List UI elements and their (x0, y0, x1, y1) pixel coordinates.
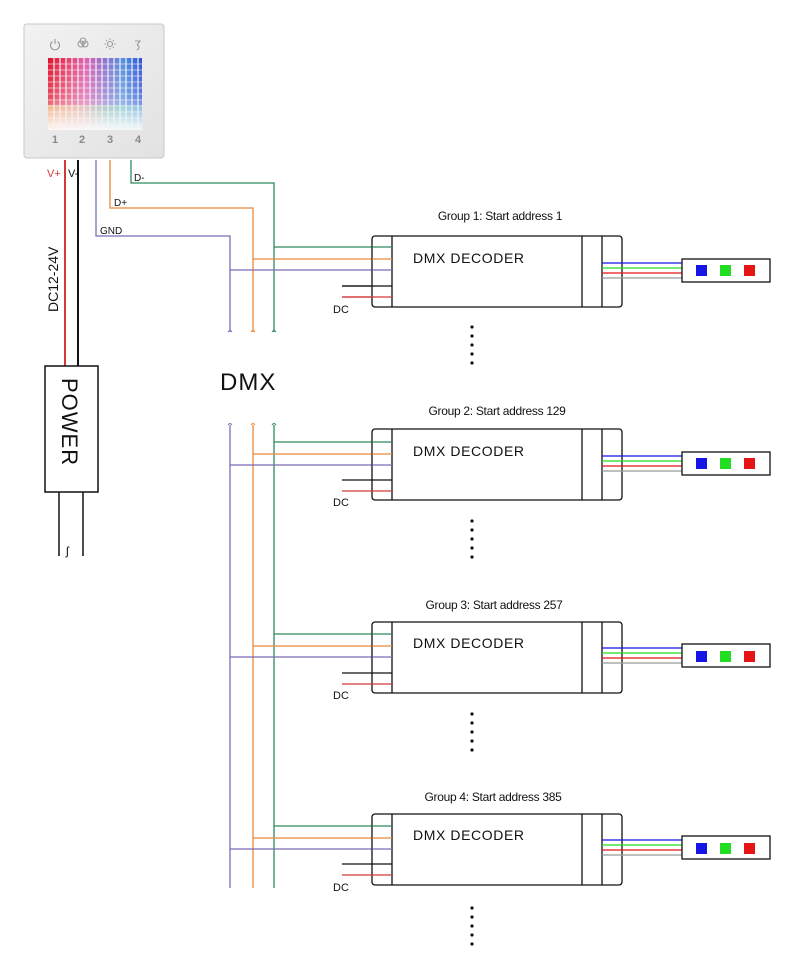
group-1-title: Group 1: Start address 1 (438, 209, 563, 223)
dc-label-1: DC (333, 304, 349, 316)
button-number-1: 1 (52, 134, 58, 146)
touch-panel: 1 2 3 4 (23, 23, 165, 159)
decoder-group-4: Group 4: Start address 385 DMX DECODER D… (230, 790, 771, 946)
dc-label-4: DC (333, 882, 349, 894)
power-wires (64, 160, 79, 366)
power-label: POWER (57, 378, 82, 466)
v-plus-label: V+ (47, 168, 61, 180)
d-plus-label: D+ (114, 198, 127, 209)
decoder-label-3: DMX DECODER (413, 635, 525, 651)
led-green (720, 265, 731, 276)
dc-label-2: DC (333, 497, 349, 509)
dmx-bus-top (95, 160, 275, 332)
power-icon[interactable] (50, 39, 60, 51)
led-blue (696, 265, 707, 276)
group-3-title: Group 3: Start address 257 (426, 598, 564, 612)
decoder-group-2: Group 2: Start address 129 DMX DECODER D… (230, 404, 771, 559)
led-strip-2 (681, 451, 771, 476)
bus-break-top (227, 330, 277, 333)
led-strip-3 (681, 643, 771, 668)
dc-label-3: DC (333, 690, 349, 702)
color-wheel-icon[interactable] (77, 37, 89, 48)
v-minus-label: V- (68, 168, 79, 180)
led-strip-1 (681, 258, 771, 283)
color-bar-area (48, 58, 142, 130)
group-2-title: Group 2: Start address 129 (429, 404, 567, 418)
d-minus-label: D- (134, 173, 145, 184)
decoder-label-4: DMX DECODER (413, 827, 525, 843)
gnd-wire (95, 160, 231, 332)
power-supply: POWER ʃ (44, 365, 99, 558)
dmx-bus-label: DMX (220, 369, 276, 396)
d-minus-wire (130, 160, 275, 332)
brightness-icon[interactable] (104, 38, 116, 50)
button-number-3: 3 (107, 134, 113, 146)
led-red (744, 265, 755, 276)
dmx-bus-bottom (227, 423, 277, 888)
d-plus-wire (109, 160, 254, 332)
button-number-4: 4 (135, 134, 142, 146)
decoder-group-1: Group 1: Start address 1 DMX DECODER DC (230, 209, 771, 365)
group-4-title: Group 4: Start address 385 (425, 790, 563, 804)
ellipsis-3 (470, 712, 474, 752)
led-strip-4 (681, 835, 771, 860)
mode-icon[interactable] (135, 40, 142, 51)
decoder-label-2: DMX DECODER (413, 443, 525, 459)
decoder-box-1 (371, 235, 623, 308)
cable-break-mark: ʃ (65, 544, 70, 558)
decoder-group-3: Group 3: Start address 257 DMX DECODER D… (230, 598, 771, 752)
gnd-label: GND (100, 226, 122, 237)
ellipsis-1 (470, 325, 474, 365)
ellipsis-2 (470, 519, 474, 559)
button-number-2: 2 (79, 134, 85, 146)
decoder-label-1: DMX DECODER (413, 250, 525, 266)
ellipsis-4 (470, 906, 474, 946)
supply-voltage-label: DC12-24V (45, 246, 61, 312)
